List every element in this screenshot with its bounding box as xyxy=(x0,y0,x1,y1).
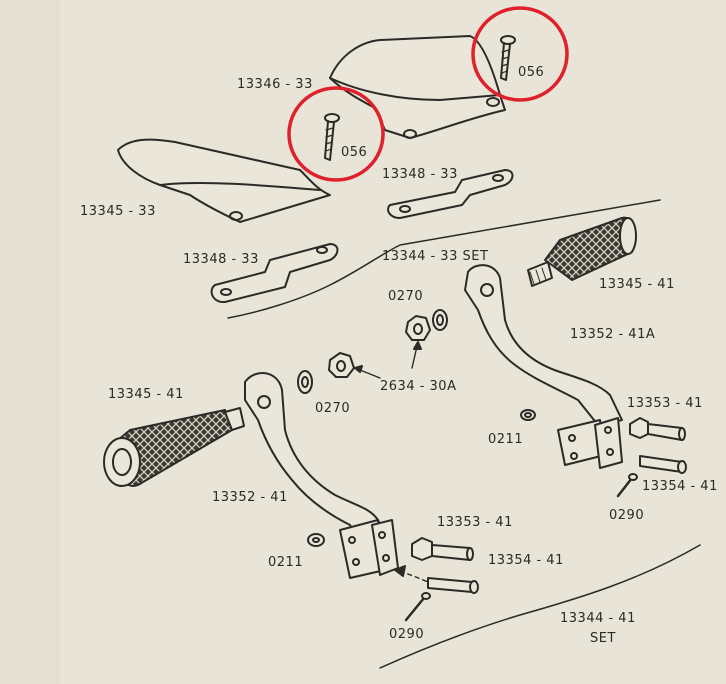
label-0290-right: 0290 xyxy=(609,508,645,523)
highlight-circle-056-right xyxy=(471,6,569,102)
washer-0211-right-hole xyxy=(524,412,532,418)
set-bracket-41 xyxy=(379,544,701,669)
label-0270-lower: 0270 xyxy=(315,401,351,416)
label-13344-41-set: SET xyxy=(590,631,616,646)
highlight-circle-056-left xyxy=(287,86,385,182)
washer-0211-left xyxy=(307,533,325,547)
label-0290-left: 0290 xyxy=(389,627,425,642)
lock-washer-0270-upper xyxy=(432,309,448,331)
lock-washer-0270-lower xyxy=(297,370,313,394)
label-0270-upper: 0270 xyxy=(388,289,424,304)
label-13354-41-right: 13354 - 41 xyxy=(642,479,718,494)
bracket-13348-right xyxy=(387,169,514,219)
label-13352-41: 13352 - 41 xyxy=(212,490,288,505)
bracket-13348-left xyxy=(210,243,339,304)
label-056-left: 056 xyxy=(341,145,368,160)
pin-arrow-head xyxy=(394,565,406,577)
label-13348-33-right: 13348 - 33 xyxy=(382,167,458,182)
label-0211-right: 0211 xyxy=(488,432,524,447)
footpeg-right xyxy=(527,216,637,287)
bolt-13353-left xyxy=(411,537,474,561)
label-13353-41-left: 13353 - 41 xyxy=(437,515,513,530)
footrest-arm-left xyxy=(244,372,399,579)
label-13344-33-set: 13344 - 33 SET xyxy=(382,249,489,264)
label-13348-33-left: 13348 - 33 xyxy=(183,252,259,267)
pin-13354-left xyxy=(427,577,479,594)
label-13345-41-left: 13345 - 41 xyxy=(108,387,184,402)
screw-056-left xyxy=(324,113,340,161)
arrow-head-nut-lower xyxy=(354,365,363,373)
footrest-plate-upper xyxy=(329,35,506,139)
washer-0211-left-hole xyxy=(312,537,320,543)
nut-2634-upper xyxy=(405,315,431,341)
label-13346-33: 13346 - 33 xyxy=(237,77,313,92)
arrow-head-nut-upper xyxy=(413,341,422,350)
label-13345-33: 13345 - 33 xyxy=(80,204,156,219)
label-2634-30a: 2634 - 30A xyxy=(380,379,457,394)
label-13354-41-left: 13354 - 41 xyxy=(488,553,564,568)
pin-13354-right xyxy=(639,455,687,474)
split-pin-0290-right xyxy=(616,473,638,498)
nut-2634-lower xyxy=(328,352,355,378)
label-13352-41a: 13352 - 41A xyxy=(570,327,656,342)
label-056-right: 056 xyxy=(518,65,545,80)
label-13345-41-right: 13345 - 41 xyxy=(599,277,675,292)
footrest-arm-right xyxy=(464,264,623,469)
label-13344-41: 13344 - 41 xyxy=(560,611,636,626)
footrest-plate-lower xyxy=(117,138,331,223)
label-13353-41-right: 13353 - 41 xyxy=(627,396,703,411)
screw-056-right xyxy=(500,35,516,81)
page-shadow xyxy=(0,0,60,684)
footpeg-left xyxy=(103,407,245,487)
washer-0211-right xyxy=(520,409,536,421)
bolt-13353-right xyxy=(629,417,686,441)
label-0211-left: 0211 xyxy=(268,555,304,570)
split-pin-0290-left xyxy=(404,592,431,622)
set-bracket-33 xyxy=(227,199,661,319)
